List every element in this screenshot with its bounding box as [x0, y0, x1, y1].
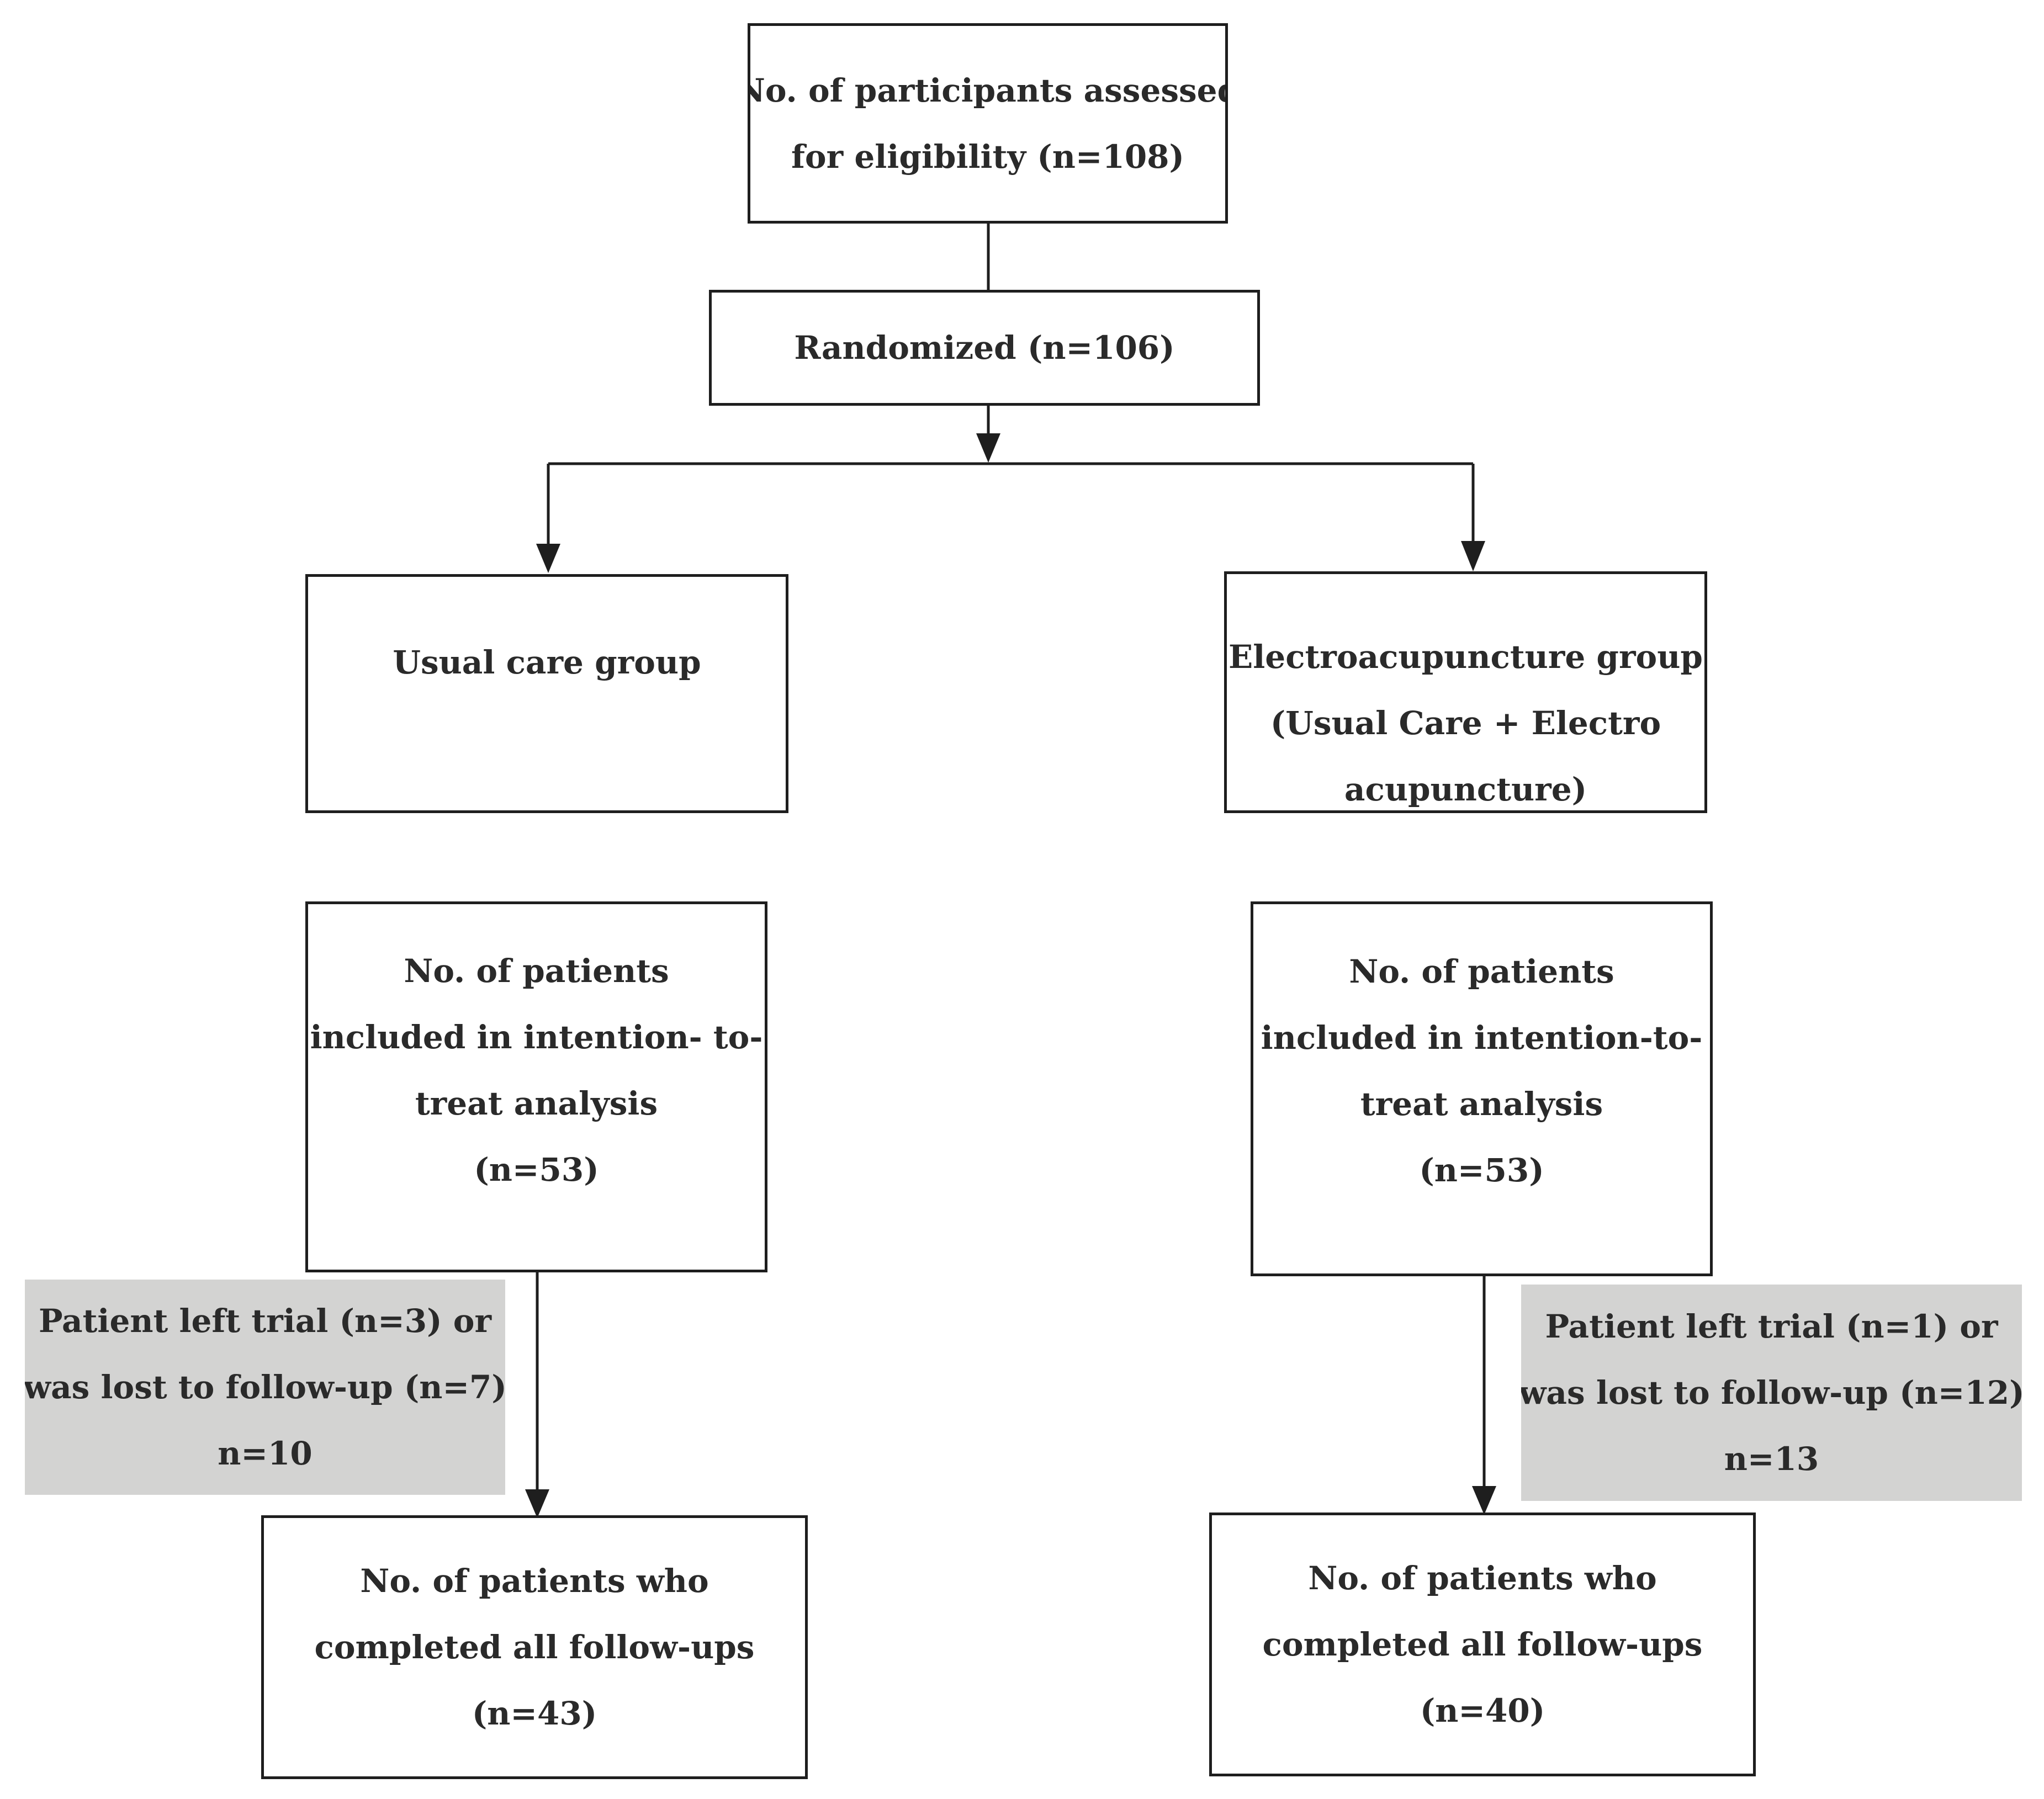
box-text-line: Patient left trial (n=1) or: [1545, 1308, 1998, 1345]
box-text-line: Patient left trial (n=3) or: [38, 1302, 491, 1340]
box-text-line: Randomized (n=106): [794, 329, 1175, 367]
lost-to-follow-up-electroacupuncture-box: Patient left trial (n=1) or was lost to f…: [1521, 1285, 2022, 1501]
completed-electroacupuncture-box: No. of patients who completed all follow-…: [1209, 1513, 1756, 1776]
lost-to-follow-up-usual-care-box: Patient left trial (n=3) or was lost to f…: [25, 1280, 505, 1495]
box-text-line: included in intention-to-: [1261, 1019, 1703, 1057]
itt-electroacupuncture-box: No. of patients included in intention-to-…: [1251, 901, 1713, 1276]
box-text-line: completed all follow-ups: [1262, 1626, 1703, 1663]
completed-usual-care-box: No. of patients who completed all follow-…: [261, 1515, 808, 1779]
usual-care-group-box: Usual care group: [305, 574, 788, 813]
electroacupuncture-group-box: Electroacupuncture group (Usual Care + El…: [1224, 571, 1707, 813]
box-text-line: (n=53): [474, 1151, 599, 1188]
box-text-line: n=10: [218, 1435, 313, 1472]
box-text-line: No. of patients: [404, 952, 669, 990]
arrowhead-to-split: [976, 433, 1000, 463]
box-text-line: No. of patients who: [360, 1562, 709, 1600]
arrowhead-to-usual-care: [536, 544, 560, 573]
box-text-line: was lost to follow-up (n=12): [1521, 1374, 2022, 1411]
box-text-line: (n=53): [1419, 1151, 1544, 1189]
box-text-line: included in intention- to-: [310, 1018, 763, 1056]
box-text-line: completed all follow-ups: [314, 1628, 755, 1666]
box-text-line: treat analysis: [1360, 1085, 1603, 1123]
box-text-line: Usual care group: [393, 644, 701, 681]
box-text-line: No. of participants assessed: [748, 71, 1228, 109]
arrowhead-to-completed-usual: [525, 1489, 549, 1518]
box-text-line: (Usual Care + Electro: [1270, 704, 1661, 742]
box-text-line: n=13: [1724, 1440, 1819, 1478]
arrowhead-to-electro: [1461, 541, 1485, 571]
box-text-line: treat analysis: [415, 1085, 658, 1122]
box-text-line: was lost to follow-up (n=7): [25, 1368, 505, 1406]
randomized-box: Randomized (n=106): [709, 290, 1260, 406]
box-text-line: No. of patients: [1349, 953, 1614, 990]
arrowhead-to-completed-electro: [1472, 1486, 1496, 1515]
box-text-line: acupuncture): [1344, 771, 1587, 808]
assessed-box: No. of participants assessed for eligibil…: [748, 23, 1228, 224]
box-text-line: for eligibility (n=108): [791, 137, 1184, 176]
itt-usual-care-box: No. of patients included in intention- to…: [305, 901, 767, 1272]
box-text-line: No. of patients who: [1308, 1559, 1657, 1597]
box-text-line: Electroacupuncture group: [1228, 638, 1703, 676]
box-text-line: (n=43): [472, 1695, 597, 1732]
box-text-line: (n=40): [1420, 1692, 1545, 1729]
